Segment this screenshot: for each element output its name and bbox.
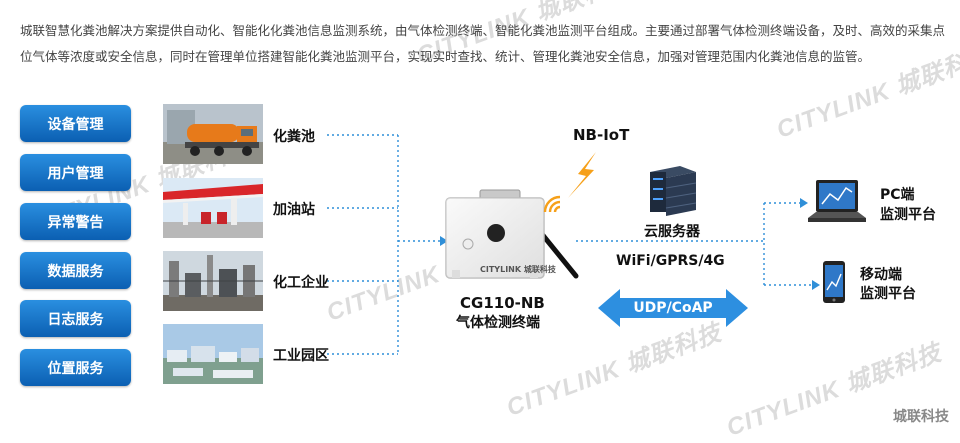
chemical-plant-photo [163,251,263,311]
wifi-signal-icon [543,195,561,213]
industrial-park-photo [163,324,263,384]
menu-log-service[interactable]: 日志服务 [20,300,131,337]
wifi-gprs-4g-label: WiFi/GPRS/4G [616,253,725,269]
nbiot-label: NB-IoT [573,126,630,144]
pc-endpoint-label-2: 监测平台 [880,207,936,223]
mobile-phone-icon [823,261,845,303]
site-label-chemical-plant: 化工企业 [273,275,329,291]
udp-coap-label: UDP/CoAP [633,300,713,316]
menu-abnormal-alarm[interactable]: 异常警告 [20,203,131,240]
site-label-industrial-park: 工业园区 [273,348,329,364]
lightning-icon [568,152,596,198]
gas-detector-device [445,189,579,279]
udp-coap-arrow [598,289,748,327]
menu-data-service[interactable]: 数据服务 [20,252,131,289]
device-model: CG110-NB [460,294,545,312]
intro-paragraph: 城联智慧化粪池解决方案提供自动化、智能化化粪池信息监测系统，由气体检测终端、智能… [20,23,946,64]
site-label-septic-tank: 化粪池 [273,129,315,145]
site-label-gas-station: 加油站 [273,202,315,218]
connection-lines [327,134,820,355]
device-name: 气体检测终端 [456,315,540,331]
septic-truck-photo [163,104,263,164]
mobile-endpoint-label-1: 移动端 [860,267,902,283]
gas-station-photo [163,178,263,238]
device-brand: CITYLINK 城联科技 [480,265,556,274]
pc-endpoint-label-1: PC端 [880,187,915,203]
cloud-server-label: 云服务器 [644,224,700,240]
menu-user-management[interactable]: 用户管理 [20,154,131,191]
laptop-icon [808,180,866,222]
brand-footer: 城联科技 [893,409,949,425]
menu-device-management[interactable]: 设备管理 [20,105,131,142]
menu-location-service[interactable]: 位置服务 [20,349,131,386]
mobile-endpoint-label-2: 监测平台 [860,286,916,302]
cloud-server-icon [650,166,697,216]
